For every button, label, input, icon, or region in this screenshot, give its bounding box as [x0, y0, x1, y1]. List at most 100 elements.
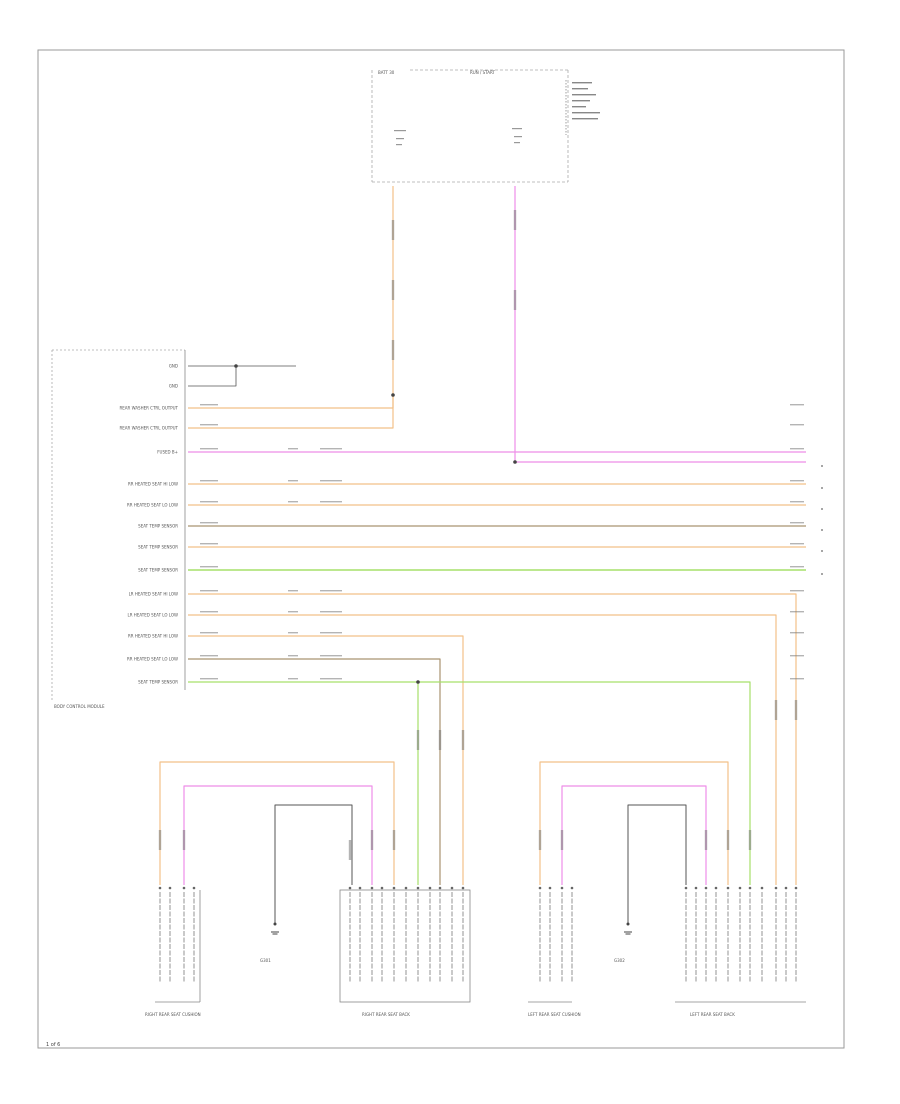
wire-tag — [182, 830, 186, 850]
wire-tag — [320, 632, 342, 634]
wire-orange-top — [188, 186, 394, 409]
pin-label: FUSED B+ — [157, 450, 178, 455]
pin-label: GND — [169, 384, 178, 389]
wire-tag — [320, 501, 342, 503]
wire-tag — [790, 480, 804, 482]
pin-dot — [380, 886, 384, 890]
wire-tag — [513, 210, 517, 230]
wire-rc-orange — [159, 761, 395, 885]
wire-tag — [288, 448, 298, 450]
wire-tag — [288, 480, 298, 482]
pin-label: SEAT TEMP SENSOR — [138, 524, 178, 529]
pin-dot — [684, 886, 688, 890]
wire-tag — [790, 590, 804, 592]
wire-rr-lo — [188, 658, 441, 885]
label-ground-left: G302 — [614, 958, 625, 963]
wire-tag — [790, 678, 804, 680]
wire-tag — [200, 566, 218, 568]
wire-tag — [438, 730, 442, 750]
pin-dot — [182, 886, 186, 890]
wire-tag — [513, 290, 517, 310]
wire-tag — [320, 611, 342, 613]
wire-tag — [790, 632, 804, 634]
wire-tag — [288, 501, 298, 503]
wire-tag — [200, 501, 218, 503]
pin-dot — [192, 886, 196, 890]
wire-tag — [748, 830, 752, 850]
wire-rc-ground — [274, 804, 353, 925]
wires — [159, 186, 806, 925]
fuse-box: BATT 30 RUN / START — [371, 69, 600, 183]
pin-dot — [738, 886, 742, 890]
fuse-box-right-label: RUN / START — [470, 70, 495, 75]
pin-label: SEAT TEMP SENSOR — [138, 568, 178, 573]
pin-label: REAR WASHER CTRL OUTPUT — [119, 426, 178, 431]
wire-tag — [200, 522, 218, 524]
pin-dot — [760, 886, 764, 890]
wire-tag — [774, 700, 778, 720]
edge-mark — [821, 573, 823, 575]
wire-tag — [704, 830, 708, 850]
wire-tag — [288, 678, 298, 680]
wire-lc-orange — [539, 761, 729, 885]
pin-dot — [560, 886, 564, 890]
wire-tag — [288, 655, 298, 657]
pin-dot — [358, 886, 362, 890]
splice-dot — [513, 460, 517, 464]
pin-dot — [570, 886, 574, 890]
wire-tag — [391, 280, 395, 300]
wire-tag — [158, 830, 162, 850]
pin-label: SEAT TEMP SENSOR — [138, 545, 178, 550]
wire-tag — [200, 655, 218, 657]
wire-tag — [200, 678, 218, 680]
wire-lr-hi — [188, 593, 797, 885]
pin-dot — [158, 886, 162, 890]
pin-dot — [748, 886, 752, 890]
wire-tag — [200, 611, 218, 613]
pin-label: GND — [169, 364, 178, 369]
wire-tag — [320, 678, 342, 680]
pin-label: REAR WASHER CTRL OUTPUT — [119, 406, 178, 411]
pin-dot — [726, 886, 730, 890]
pin-dot — [714, 886, 718, 890]
wire-tag — [416, 730, 420, 750]
pin-dot — [450, 886, 454, 890]
wire-tag — [790, 566, 804, 568]
wire-tag — [320, 655, 342, 657]
edge-mark — [821, 529, 823, 531]
wire-tag — [320, 590, 342, 592]
pin-label: LR HEATED SEAT HI LOW — [129, 592, 178, 597]
splice-dot — [416, 680, 420, 684]
wire-tag — [348, 840, 352, 860]
pin-dot — [794, 886, 798, 890]
wire-pink-top — [514, 186, 806, 463]
edge-mark — [821, 465, 823, 467]
right-rear-seat-back-box — [339, 889, 471, 1003]
wire-orange-top-2 — [188, 395, 394, 429]
wire-tag — [790, 611, 804, 613]
wire-tag — [790, 501, 804, 503]
ground-dot — [273, 922, 277, 926]
pin-labels: GND GND REAR WASHER CTRL OUTPUT REAR WASHER… — [119, 364, 178, 685]
pin-label: LR HEATED SEAT LO LOW — [128, 613, 179, 618]
pin-dot — [404, 886, 408, 890]
pin-dot — [548, 886, 552, 890]
body-control-module: BODY CONTROL MODULE — [51, 349, 186, 709]
wire-tag — [370, 830, 374, 850]
wire-tag — [391, 220, 395, 240]
wire-tag — [200, 632, 218, 634]
label-left-rear-seat-cushion: LEFT REAR SEAT CUSHION — [528, 1012, 581, 1017]
wire-tag — [790, 424, 804, 426]
wire-tag — [560, 830, 564, 850]
wire-tag — [391, 340, 395, 360]
pin-label: RR HEATED SEAT LO LOW — [127, 657, 178, 662]
wire-lc-pink — [561, 785, 707, 885]
wire-ground-2 — [188, 366, 237, 387]
wire-tag — [794, 700, 798, 720]
wire-tag — [200, 543, 218, 545]
wire-tag — [200, 590, 218, 592]
edge-mark — [821, 550, 823, 552]
pin-dot — [784, 886, 788, 890]
wire-rc-pink — [183, 785, 373, 885]
